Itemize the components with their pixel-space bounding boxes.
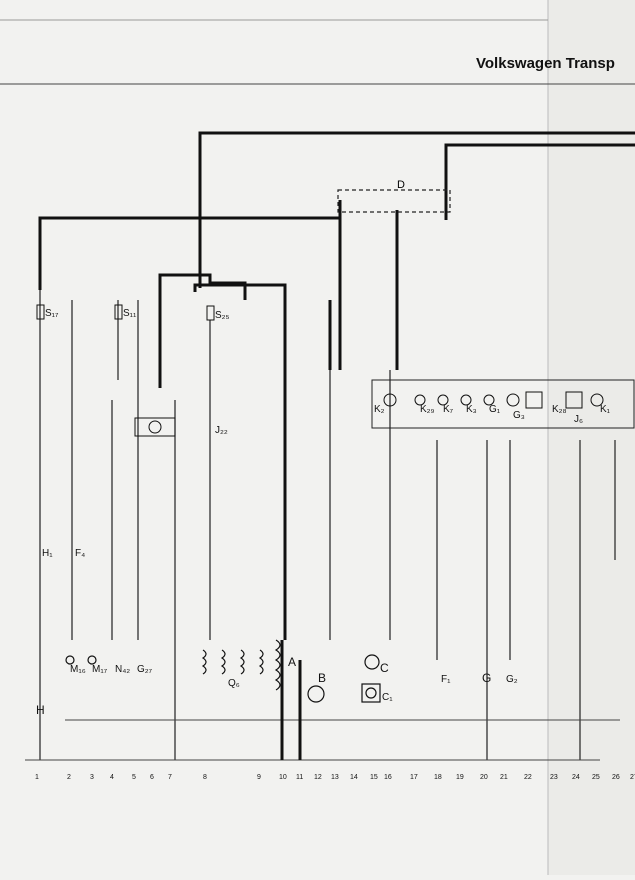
lamp-K2-label: K₂: [374, 404, 385, 415]
column-number: 21: [500, 774, 508, 781]
lamp-K28-label: K₂₈: [552, 404, 567, 415]
column-number: 19: [456, 774, 464, 781]
regulator-C1-label: C₁: [382, 692, 393, 703]
horn-button-H-label: H: [36, 703, 45, 717]
column-number: 22: [524, 774, 532, 781]
column-number: 26: [612, 774, 620, 781]
column-number: 18: [434, 774, 442, 781]
column-number: 14: [350, 774, 358, 781]
fuse-S17-label: S₁₇: [45, 308, 59, 319]
column-number: 8: [203, 774, 207, 781]
plugs-Q6-label: Q₆: [228, 678, 240, 689]
column-number: 17: [410, 774, 418, 781]
alternator-C-label: C: [380, 661, 389, 675]
gauge-G1-label: G₁: [489, 404, 501, 415]
relay-J6-label: J₆: [574, 414, 583, 425]
column-number: 6: [150, 774, 154, 781]
column-number: 20: [480, 774, 488, 781]
column-number: 25: [592, 774, 600, 781]
column-number: 24: [572, 774, 580, 781]
column-number: 5: [132, 774, 136, 781]
relay-J22: [134, 417, 176, 437]
lamp-K29-label: K₂₉: [420, 404, 435, 415]
lamp-K1-label: K₁: [600, 404, 611, 415]
motor-M17-label: M₁₇: [92, 664, 108, 675]
starter-B-label: B: [318, 671, 326, 685]
column-number: 7: [168, 774, 172, 781]
main-bus: [38, 131, 635, 640]
motor-M16-label: M₁₆: [70, 664, 86, 675]
sender-G27-label: G₂₇: [137, 664, 153, 675]
column-number: 13: [331, 774, 339, 781]
column-number: 11: [296, 774, 303, 781]
fuse-S25-label: S₂₅: [215, 310, 230, 321]
branch-wires: [39, 290, 616, 760]
column-number: 16: [384, 774, 392, 781]
switch-F4-label: F₄: [75, 548, 85, 559]
horn-H1-label: H₁: [42, 548, 53, 559]
column-number: 1: [35, 774, 39, 781]
relay-J22-label: J₂₂: [215, 425, 228, 436]
column-number: 15: [370, 774, 378, 781]
lamp-K3-label: K₃: [466, 404, 477, 415]
page-title: Volkswagen Transp: [476, 55, 615, 72]
column-number: 3: [90, 774, 94, 781]
gauge-G3-label: G₃: [513, 410, 525, 421]
sender-G2-label: G₂: [506, 674, 518, 685]
fuse-S11-label: S₁₁: [123, 308, 137, 319]
column-number: 27: [630, 774, 635, 781]
column-number: 10: [279, 774, 287, 781]
column-number: 4: [110, 774, 114, 781]
sender-G-label: G: [482, 671, 491, 685]
switch-F1-label: F₁: [441, 674, 451, 685]
column-number: 2: [67, 774, 71, 781]
relay-D-label: D: [397, 179, 405, 191]
column-number: 9: [257, 774, 261, 781]
lamp-K7-label: K₇: [443, 404, 454, 415]
column-number: 12: [314, 774, 322, 781]
battery-A-label: A: [288, 655, 296, 669]
valve-N42-label: N₄₂: [115, 664, 130, 675]
instrument-cluster: [371, 379, 635, 429]
column-number: 23: [550, 774, 558, 781]
